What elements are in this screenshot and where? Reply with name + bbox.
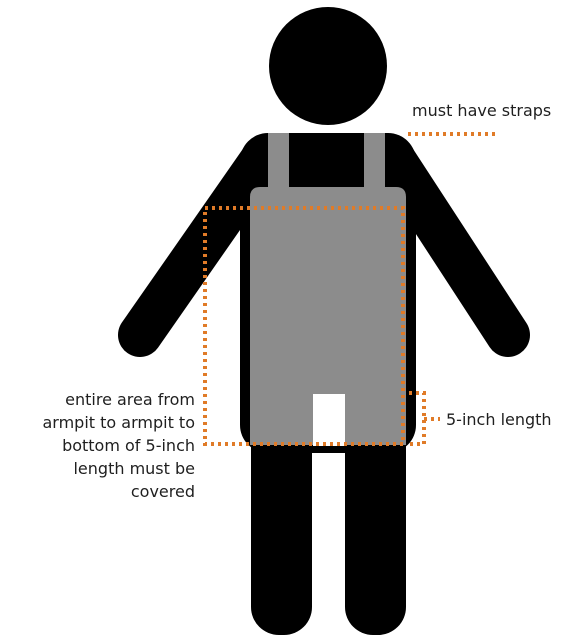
coverage-area-label-line: covered [42,480,195,503]
coverage-area-label-line: armpit to armpit to [42,411,195,434]
coverage-area-label-line: bottom of 5-inch [42,434,195,457]
coverage-area-label-line: entire area from [42,388,195,411]
coverage-area-label: entire area from armpit to armpit to bot… [42,388,195,503]
length-label: 5-inch length [446,408,552,431]
coverage-area-label-line: length must be [42,457,195,480]
crotch-gap [313,394,345,446]
head [269,7,387,125]
straps-label: must have straps [412,99,551,122]
